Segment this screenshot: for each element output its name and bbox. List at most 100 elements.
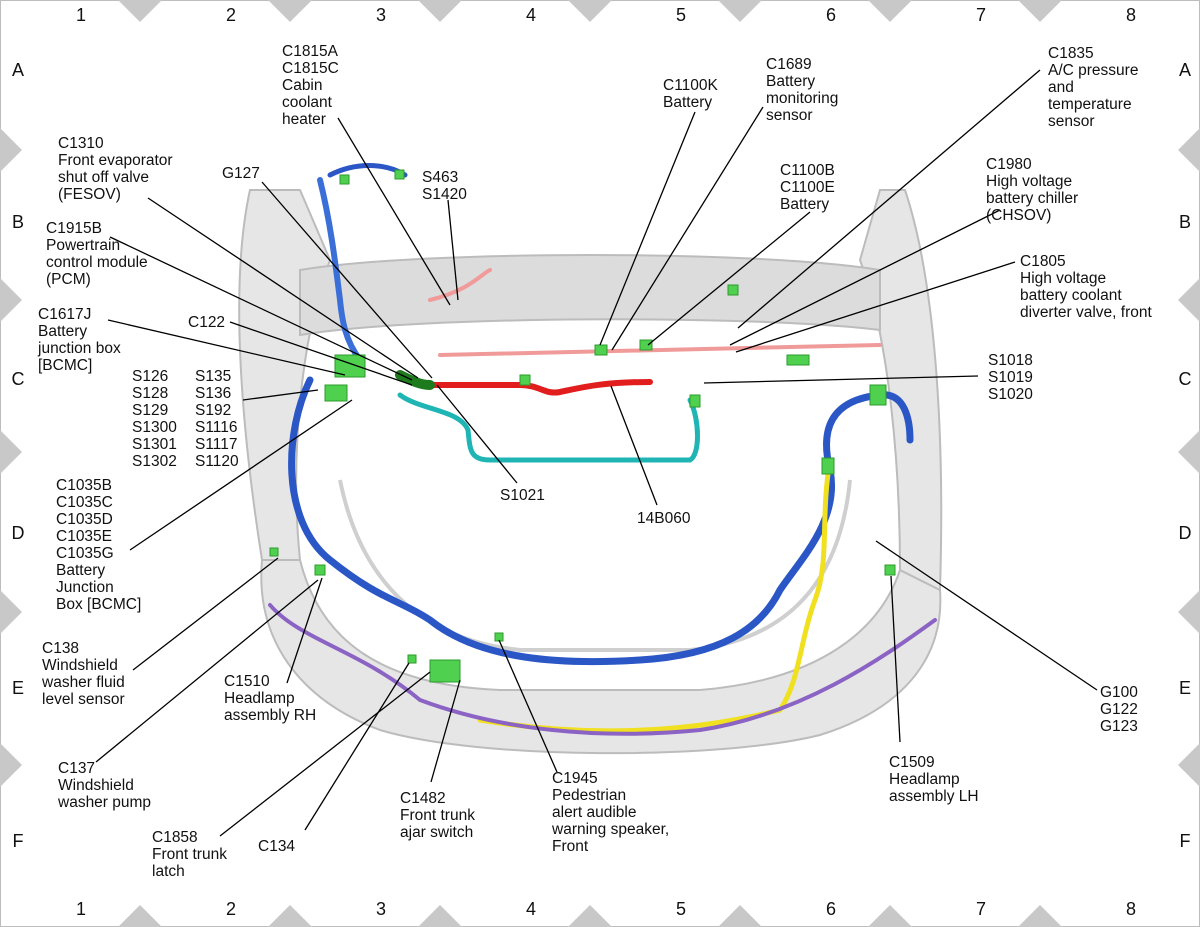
label-s1021: S1021 (500, 487, 545, 504)
row-label: C (1178, 369, 1192, 389)
label-line: C1945 (552, 770, 598, 787)
cowl-harness-pink (428, 268, 882, 357)
label-c134: C134 (258, 838, 295, 855)
label-line: Front evaporator (58, 152, 173, 169)
leader-c137 (95, 579, 319, 763)
leader-lines (95, 69, 1098, 837)
connector (269, 547, 279, 557)
label-line: C1035B (56, 477, 113, 494)
label-line: warning speaker, (552, 821, 670, 838)
connector (519, 374, 531, 386)
row-label: F (1179, 831, 1191, 851)
column-label: 5 (675, 899, 686, 919)
leader-s463 (447, 199, 459, 301)
column-label: 8 (1125, 5, 1136, 25)
label-line: Windshield (58, 777, 134, 794)
column-label: 2 (225, 5, 236, 25)
connector (869, 384, 887, 406)
label-line: G100 (1100, 684, 1138, 701)
label-line: Front trunk (152, 846, 227, 863)
connector (407, 654, 417, 664)
label-line: S128 (132, 385, 169, 402)
label-line: Cabin (282, 77, 323, 94)
label-line: High voltage (986, 173, 1073, 190)
label-line: Powertrain (46, 237, 121, 254)
connector (689, 394, 701, 408)
column-label: 3 (375, 5, 386, 25)
label-line: Battery (38, 323, 88, 340)
connectors (269, 169, 896, 683)
label-line: C1100B (780, 162, 835, 179)
label-line: alert audible (552, 804, 637, 821)
leader-g100 (875, 540, 1098, 691)
label-line: coolant (282, 94, 332, 111)
label-line: S135 (195, 368, 232, 385)
label-line: Front (552, 838, 589, 855)
leader-c1945 (498, 639, 558, 773)
leader-s1018 (703, 375, 979, 384)
label-line: C137 (58, 760, 96, 777)
label-line: and (1048, 79, 1074, 96)
label-g127: G127 (222, 165, 260, 182)
leader-c1805 (735, 261, 1016, 353)
row-label: B (1178, 212, 1191, 232)
label-line: 14B060 (637, 510, 691, 527)
row-label: F (12, 831, 24, 851)
label-line: C138 (42, 640, 80, 657)
label-line: S136 (195, 385, 232, 402)
column-label: 1 (75, 899, 86, 919)
connector (786, 354, 810, 366)
label-line: C1805 (1020, 253, 1066, 270)
label-line: S1021 (500, 487, 545, 504)
label-line: (PCM) (46, 271, 91, 288)
row-label: D (1178, 523, 1192, 543)
leader-c1689 (611, 106, 764, 351)
label-line: C1835 (1048, 45, 1094, 62)
label-line: C1035E (56, 528, 113, 545)
label-line: Battery (766, 73, 816, 90)
leader-c1482 (430, 679, 461, 783)
connector (594, 344, 608, 356)
column-label: 4 (525, 5, 536, 25)
label-line: C1980 (986, 156, 1032, 173)
connector (429, 659, 461, 683)
leader-g127 (261, 181, 433, 379)
leader-c1815 (337, 117, 451, 306)
label-line: C1617J (38, 306, 92, 323)
column-label: 6 (825, 899, 836, 919)
label-line: [BCMC] (38, 357, 93, 374)
label-line: Windshield (42, 657, 118, 674)
connector (339, 174, 350, 185)
leader-c1915b (109, 236, 413, 381)
column-label: 4 (525, 899, 536, 919)
label-line: Front trunk (400, 807, 475, 824)
label-line: (FESOV) (58, 186, 121, 203)
connector (324, 384, 348, 402)
pcm-green-bundle (395, 370, 435, 390)
row-label: C (11, 369, 25, 389)
front-purple-harness (268, 603, 937, 736)
label-line: C1510 (224, 673, 270, 690)
label-c122: C122 (188, 314, 225, 331)
label-line: High voltage (1020, 270, 1107, 287)
label-line: Battery (780, 196, 830, 213)
label-line: S463 (422, 169, 459, 186)
label-line: C1035C (56, 494, 113, 511)
leader-c1100b (647, 211, 811, 346)
label-line: S129 (132, 402, 169, 419)
